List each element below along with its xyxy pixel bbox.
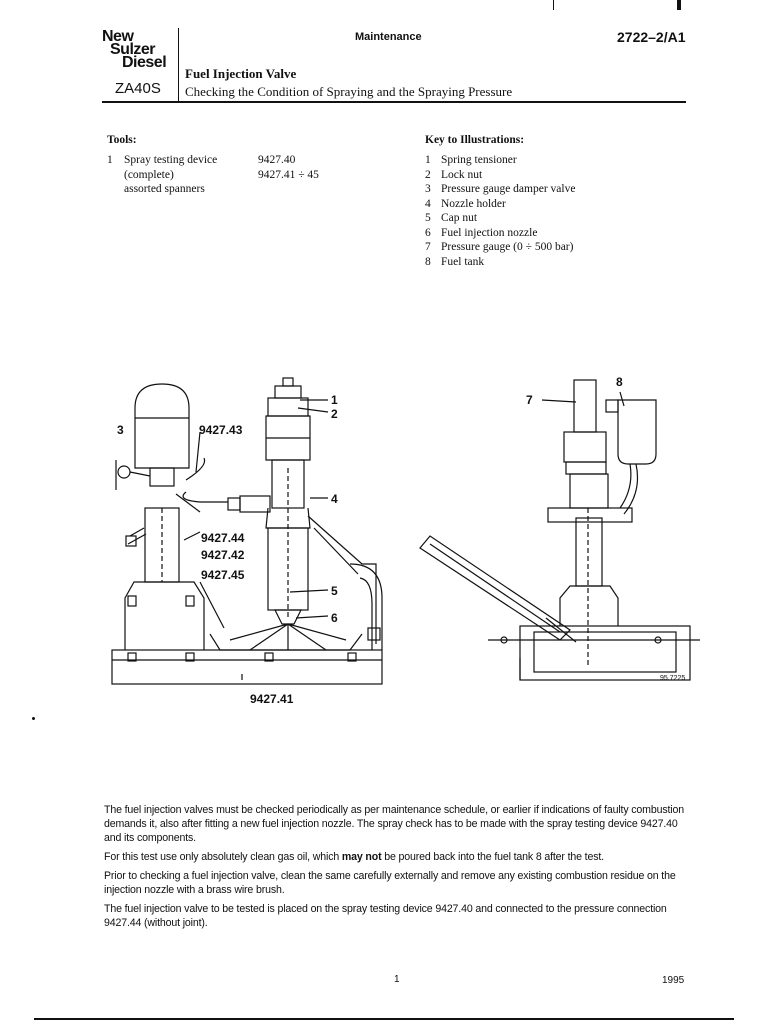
header-rule: [102, 101, 686, 103]
key-item: 6 Fuel injection nozzle: [425, 226, 705, 241]
page-subtitle: Checking the Condition of Spraying and t…: [185, 84, 513, 99]
callout-9427-44: 9427.44: [201, 531, 245, 545]
page-number: 1: [394, 974, 400, 985]
key-item: 2 Lock nut: [425, 168, 705, 183]
document-number: 2722–2/A1: [617, 29, 686, 45]
key-label: Pressure gauge (0 ÷ 500 bar): [441, 241, 574, 253]
engine-model: ZA40S: [115, 80, 161, 97]
margin-mark: [32, 717, 35, 720]
key-item: 3 Pressure gauge damper valve: [425, 182, 705, 197]
tools-row: (complete) 9427.41 ÷ 45: [107, 168, 367, 183]
header-divider: [178, 28, 179, 102]
callout-7: 7: [526, 393, 533, 407]
paragraph-text: For this test use only absolutely clean …: [104, 851, 342, 863]
top-margin-mark: [677, 0, 681, 10]
page-title: Fuel Injection Valve: [185, 66, 297, 81]
callout-6: 6: [331, 611, 338, 625]
key-label: Fuel injection nozzle: [441, 226, 538, 239]
tool-number: [107, 168, 124, 183]
tool-code: 9427.41 ÷ 45: [258, 168, 319, 181]
callout-5: 5: [331, 584, 338, 598]
tool-name: assorted spanners: [124, 183, 205, 195]
key-item: 1 Spring tensioner: [425, 153, 705, 168]
spray-testing-device-drawing: 1 2 3 9427.43 4 9427.44 9427.42 9427.45 …: [111, 375, 700, 706]
tool-name: (complete): [124, 168, 174, 181]
key-item: 7 Pressure gauge (0 ÷ 500 bar): [425, 240, 705, 255]
footer-rule: [34, 1018, 734, 1020]
callout-2: 2: [331, 407, 338, 421]
key-number: 4: [425, 197, 431, 210]
key-label: Pressure gauge damper valve: [441, 183, 576, 195]
section-label: Maintenance: [355, 31, 422, 43]
paragraph-text: be poured back into the fuel tank 8 afte…: [381, 851, 604, 863]
paragraph: Prior to checking a fuel injection valve…: [104, 870, 676, 896]
figure-reference: 95.7225: [660, 675, 685, 682]
tool-number: 1: [107, 154, 113, 166]
company-logo: New Sulzer Diesel: [102, 28, 178, 71]
key-label: Spring tensioner: [441, 154, 517, 166]
tools-list: 1 Spray testing device 9427.40 (complete…: [107, 153, 367, 197]
key-label: Lock nut: [441, 168, 483, 181]
paragraph: The fuel injection valve to be tested is…: [104, 903, 667, 929]
key-label: Cap nut: [441, 212, 478, 224]
key-label: Fuel tank: [441, 255, 485, 268]
key-label: Nozzle holder: [441, 197, 506, 210]
side-view-drawing: [419, 379, 700, 681]
tools-row: assorted spanners: [107, 182, 367, 197]
paragraph: The fuel injection valves must be checke…: [104, 804, 684, 844]
key-item: 5 Cap nut: [425, 211, 705, 226]
emphasis-text: may not: [341, 851, 382, 863]
callout-4: 4: [331, 492, 338, 506]
key-item: 4 Nozzle holder: [425, 197, 705, 212]
front-view-drawing: [111, 377, 383, 685]
logo-line: Sulzer: [110, 41, 156, 58]
paragraph: For this test use only absolutely clean …: [104, 850, 690, 864]
callout-8: 8: [616, 375, 623, 389]
key-number: 1: [425, 154, 431, 166]
key-number: 2: [425, 168, 431, 181]
callout-9427-41: 9427.41: [250, 692, 294, 706]
top-margin-mark: [553, 0, 554, 10]
key-number: 6: [425, 226, 431, 239]
key-number: 8: [425, 255, 431, 268]
callout-9427-43: 9427.43: [199, 423, 243, 437]
callout-3: 3: [117, 423, 124, 437]
callout-1: 1: [331, 393, 338, 407]
tools-heading: Tools:: [107, 134, 137, 146]
key-item: 8 Fuel tank: [425, 255, 705, 270]
key-heading: Key to Illustrations:: [425, 134, 525, 146]
tools-row: 1 Spray testing device 9427.40: [107, 153, 367, 168]
callout-9427-45: 9427.45: [201, 568, 245, 582]
key-number: 7: [425, 241, 431, 253]
callout-9427-42: 9427.42: [201, 548, 245, 562]
instructions-text: The fuel injection valves must be checke…: [104, 803, 690, 935]
logo-line: New: [102, 28, 134, 45]
logo-line: Diesel: [122, 54, 167, 71]
publication-year: 1995: [662, 975, 685, 986]
key-number: 3: [425, 183, 431, 195]
tool-number: [107, 182, 124, 197]
tool-name: Spray testing device: [124, 154, 218, 166]
tool-code: 9427.40: [258, 154, 296, 166]
key-number: 5: [425, 212, 431, 224]
